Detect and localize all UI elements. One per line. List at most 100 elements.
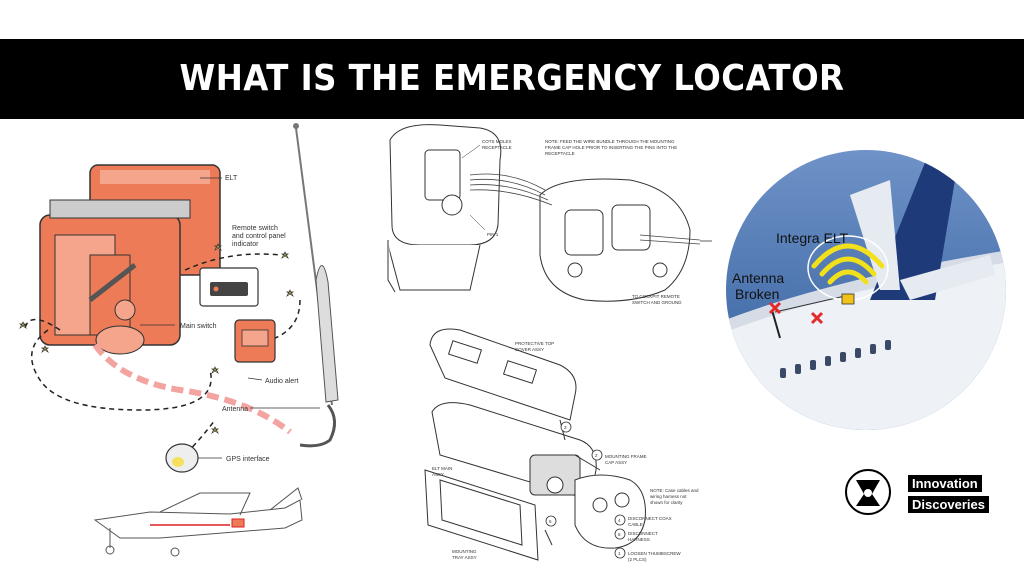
step-circle	[614, 514, 626, 526]
cap-port	[614, 492, 630, 508]
label-main-switch: Main switch	[180, 323, 217, 330]
integra-elt-unit	[841, 293, 855, 305]
step-4: 4	[618, 518, 621, 523]
logo-line1: Innovation	[908, 475, 982, 492]
window	[825, 356, 831, 366]
mounting-bracket	[387, 244, 481, 291]
airplane-wheel	[105, 545, 115, 555]
star	[210, 426, 220, 435]
gps-lens	[172, 457, 184, 467]
label-remote-switch-1: Remote switch	[232, 225, 278, 232]
elt-connector	[546, 476, 564, 494]
label-step5-1: DISCONNECT	[628, 531, 658, 536]
cap-port	[592, 497, 608, 513]
connector-stars	[18, 243, 295, 435]
label-step4-2: CABLE	[628, 522, 643, 527]
wire-left	[24, 318, 61, 331]
indicator-light	[213, 286, 219, 292]
label-cockpit-2: SWITCH AND GROUND	[632, 300, 682, 305]
window	[810, 360, 816, 370]
audio-alert-face	[241, 329, 269, 347]
leader-audio	[247, 377, 263, 381]
signal-arc	[811, 243, 885, 269]
star	[280, 251, 290, 260]
antenna-cable	[299, 404, 336, 448]
remote-switch	[210, 282, 248, 296]
label-note-3: shown for clarity	[650, 500, 683, 505]
label-top-cover-2: COVER ASSY	[515, 347, 544, 352]
cap-screw	[652, 262, 668, 278]
label-receptacle-2: RECEPTACLE	[482, 145, 512, 150]
cap-hole	[441, 194, 463, 216]
step-circle	[591, 449, 603, 461]
label-elt-main-1: ELT MAIN	[432, 466, 452, 471]
window	[870, 344, 876, 354]
wire	[469, 178, 546, 196]
step-circle	[560, 421, 572, 433]
window	[795, 364, 801, 374]
leader-receptacle	[461, 144, 481, 159]
label-remote-switch-2: and control panel	[232, 233, 286, 240]
step-1: 1	[618, 551, 621, 556]
label-note-1: NOTE: Case cables and	[650, 488, 699, 493]
label-cockpit-1: TO COCKPIT REMOTE	[632, 294, 680, 299]
tray-inner	[439, 479, 523, 546]
window	[855, 348, 861, 358]
signal-arc	[827, 269, 869, 285]
broken-antenna	[771, 309, 781, 339]
airplane-elt	[231, 518, 245, 528]
cover-detail	[447, 340, 483, 364]
elt-bracket	[49, 199, 191, 219]
signal-arc	[819, 256, 877, 277]
label-tray-1: MOUNTING	[452, 549, 477, 554]
step-circle	[614, 547, 626, 559]
label-step5-2: HARNESS	[628, 537, 650, 542]
cap-opening-right	[611, 204, 651, 251]
label-step1-1: LOOSEN THUMBSCREW	[628, 551, 681, 556]
label-antenna: Antenna	[222, 406, 248, 413]
airplane-tail	[269, 487, 303, 511]
arrow	[574, 454, 601, 471]
step-2: 2	[595, 453, 598, 458]
label-receptacle-1: COTS MOLEX	[482, 139, 512, 144]
signal-waves	[811, 243, 885, 285]
window-row	[780, 340, 891, 378]
label-note-2: FRAME CAP HOLE PRIOR TO INSERTING THE PI…	[545, 145, 677, 150]
airplane-wheel	[170, 547, 180, 557]
elt-band	[100, 170, 210, 184]
star	[285, 289, 295, 298]
fault-markers	[768, 301, 824, 325]
airplane-body	[93, 499, 303, 539]
wire	[469, 173, 546, 191]
label-integra-elt: Integra ELT	[776, 230, 849, 246]
star	[213, 243, 223, 252]
wire	[639, 234, 701, 241]
horizontal-stabilizer	[900, 255, 995, 300]
antenna-base	[315, 265, 339, 403]
label-frame-cap-2: CAP ASSY	[605, 460, 627, 465]
antenna-cable	[774, 295, 846, 313]
step-circles	[545, 421, 626, 559]
label-step4-1: DISCONNECT COAX	[628, 516, 672, 521]
elt-antenna-connector	[88, 263, 137, 302]
label-antenna-broken-2: Broken	[735, 286, 779, 302]
x-mark	[768, 301, 782, 315]
wire	[469, 189, 553, 206]
label-note-3: RECEPTACLE	[545, 151, 575, 156]
elt-connector-end	[529, 454, 581, 496]
label-pin: PIN 1	[487, 232, 499, 237]
page-title: WHAT IS THE EMERGENCY LOCATOR TRANSMITTE…	[179, 58, 845, 179]
star	[40, 345, 50, 354]
cap-opening-left	[564, 209, 604, 256]
leader-pin	[469, 214, 486, 231]
wire	[469, 184, 549, 201]
wire-main	[31, 329, 212, 411]
label-remote-switch-3: indicator	[232, 241, 259, 248]
label-gps: GPS interface	[226, 456, 270, 463]
arrow	[544, 529, 553, 546]
bracket-edge	[387, 240, 396, 293]
label-elt-main-2: ASSY	[432, 472, 444, 477]
